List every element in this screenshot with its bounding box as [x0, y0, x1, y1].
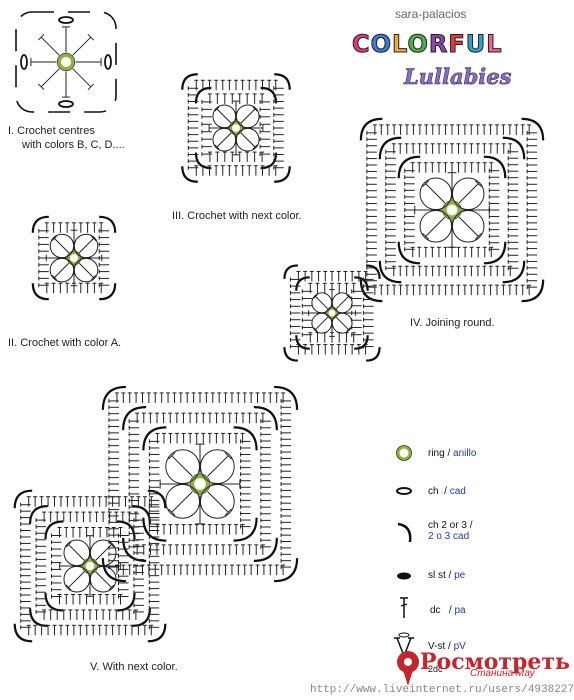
dc-icon — [400, 597, 408, 618]
legend-symbols — [394, 445, 414, 657]
pin-text: Pосмотреть — [420, 649, 570, 675]
overlay-right-text: Станина Мау — [470, 668, 535, 679]
legend-slst: sl st / pe — [428, 570, 466, 581]
diagram-step4-joined — [283, 264, 381, 362]
caption-step1-line2: with colors B, C, D.... — [22, 139, 125, 151]
diagram-step4-main — [359, 117, 545, 303]
legend-chain: ch / cad — [428, 486, 466, 497]
diagram-step5-main — [101, 385, 299, 583]
logo-line1: COLORFUL — [352, 30, 503, 59]
diagram-step5-joined — [13, 489, 167, 643]
diagram-step3 — [181, 73, 291, 183]
pin-icon — [397, 651, 419, 686]
arc-icon — [397, 522, 412, 543]
caption-step4: IV. Joining round. — [410, 317, 495, 329]
pin-overlay[interactable]: Pосмотреть — [388, 640, 570, 686]
diagram-step2 — [31, 215, 117, 301]
ring-icon — [396, 445, 412, 461]
legend-dc: dc / pa — [430, 605, 466, 616]
watermark-url: http://www.liveinternet.ru/users/4938227 — [310, 684, 574, 696]
diagram-step1 — [15, 11, 117, 113]
logo-line2: Lullabies — [404, 64, 512, 90]
caption-step5: V. With next color. — [90, 661, 178, 673]
legend-2dc-partial: 2dc — [428, 664, 443, 674]
crochet-diagrams — [13, 11, 545, 643]
legend-vst: V-st / pV — [428, 641, 466, 652]
caption-step3: III. Crochet with next color. — [172, 210, 302, 222]
caption-step1-line1: I. Crochet centres — [8, 125, 95, 137]
chain-icon — [396, 487, 412, 495]
legend-arc: ch 2 or 3 /2 o 3 cad — [428, 520, 473, 542]
legend-ring: ring / anillo — [428, 448, 477, 459]
caption-step2: II. Crochet with color A. — [8, 337, 122, 349]
slst-icon — [397, 572, 411, 580]
credit-text: sara-palacios — [395, 7, 467, 21]
